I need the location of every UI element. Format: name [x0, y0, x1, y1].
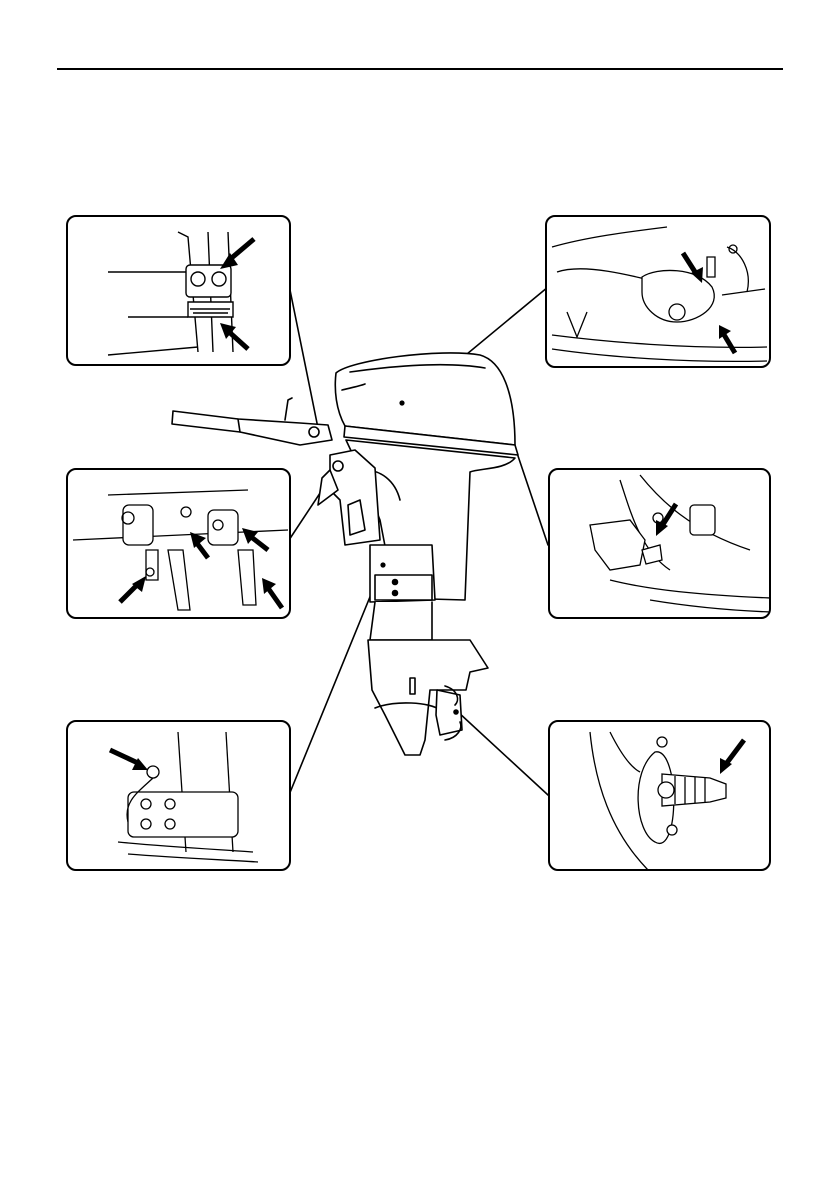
leader-line-propeller	[458, 712, 548, 795]
detail-panel-throttle-link	[545, 215, 771, 368]
detail-panel-swivel-bracket	[66, 468, 291, 619]
detail-panel-propeller-shaft	[548, 720, 771, 871]
leader-line-tilt-bracket	[289, 285, 318, 428]
detail-panel-tilt-bracket	[66, 215, 291, 366]
lower-unit	[368, 640, 488, 755]
leader-line-grease-nipple	[289, 565, 383, 795]
tiller-handle	[172, 411, 332, 445]
leader-line-shift	[516, 450, 548, 545]
detail-panel-shift-lever	[548, 468, 771, 619]
detail-panel-grease-nipple	[66, 720, 291, 871]
